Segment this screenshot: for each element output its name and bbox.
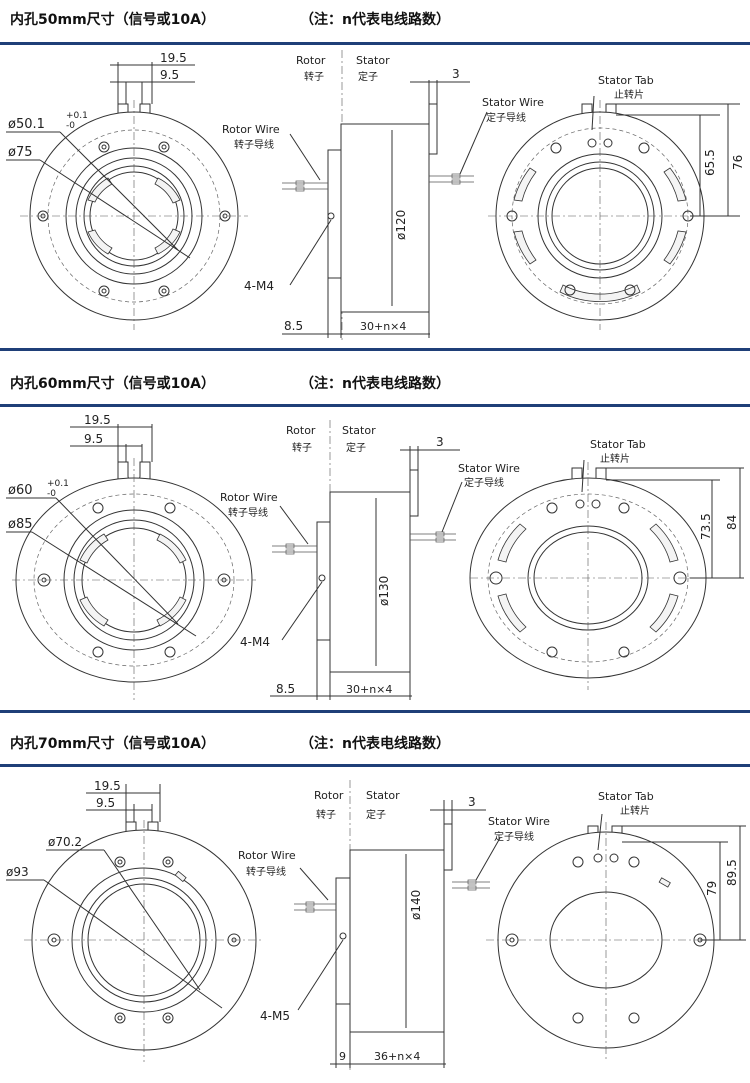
- drawing-70mm: 19.5 9.5 ø70.2 ø93 Rotor 转子 Stator 定子: [6, 779, 746, 1070]
- front-view: 19.5 9.5 ø50.1 +0.1 -0 ø75: [6, 51, 248, 330]
- outer-dia: ø85: [8, 517, 33, 532]
- rotor-cn-label: 转子: [304, 70, 324, 83]
- rotor-cn-label: 转子: [292, 441, 312, 454]
- tol-low: -0: [47, 489, 56, 499]
- tab-thickness: 3: [436, 435, 444, 449]
- height-2: 89.5: [725, 859, 739, 886]
- stator-tab-label: Stator Tab: [598, 790, 654, 803]
- screw-spec: 4-M4: [240, 635, 270, 649]
- body-dia: ø120: [394, 210, 408, 240]
- section-header-70mm: 内孔70mm尺寸（信号或10A） （注：n代表电线路数）: [0, 724, 750, 764]
- dim-19.5: 19.5: [94, 779, 121, 793]
- header-rule: [0, 348, 750, 351]
- stator-wire-label: Stator Wire: [482, 96, 544, 109]
- flange-thk: 8.5: [276, 682, 295, 696]
- stator-label: Stator: [342, 424, 376, 437]
- stator-cn-label: 定子: [346, 441, 366, 454]
- dim-9.5: 9.5: [96, 796, 115, 810]
- flange-thk: 9: [339, 1050, 346, 1063]
- rotor-label: Rotor: [314, 789, 344, 802]
- drawing-50mm: 19.5 9.5 ø50.1 +0.1 -0 ø75: [6, 50, 745, 340]
- wire-count-note: （注：n代表电线路数）: [300, 12, 450, 28]
- dim-19.5: 19.5: [160, 51, 187, 65]
- tol-up: +0.1: [47, 479, 69, 489]
- header-rule: [0, 710, 750, 713]
- front-view: 19.5 9.5 ø70.2 ø93: [6, 779, 264, 1062]
- stator-tab-cn: 止转片: [600, 452, 630, 465]
- outer-dia: ø75: [8, 145, 33, 160]
- dim-9.5: 9.5: [84, 432, 103, 446]
- rotor-wire-cn: 转子导线: [246, 865, 286, 878]
- height-1: 79: [705, 881, 719, 896]
- side-view: Rotor 转子 Stator 定子 3 Rotor Wire 转子导线 Sta…: [220, 420, 520, 700]
- stator-tab-cn: 止转片: [614, 88, 644, 101]
- tol-low: -0: [66, 121, 75, 131]
- stator-wire-label: Stator Wire: [458, 462, 520, 475]
- stator-wire-cn: 定子导线: [494, 830, 534, 843]
- drawing-60mm: 19.5 9.5 ø60 +0.1 -0 ø85 Rotor 转子 Stat: [6, 413, 744, 700]
- height-2: 84: [725, 515, 739, 530]
- body-length: 30+n×4: [346, 683, 392, 696]
- wire-count-note: （注：n代表电线路数）: [300, 376, 450, 392]
- height-1: 73.5: [699, 513, 713, 540]
- tab-thickness: 3: [452, 67, 460, 81]
- bore-dia: ø70.2: [48, 835, 82, 849]
- back-view: 65.5 76 Stator Tab 止转片: [488, 74, 745, 330]
- back-view: 73.5 84 Stator Tab 止转片: [469, 438, 744, 690]
- stator-tab-label: Stator Tab: [590, 438, 646, 451]
- flange-thk: 8.5: [284, 319, 303, 333]
- wire-count-note: （注：n代表电线路数）: [300, 736, 450, 752]
- stator-cn-label: 定子: [366, 808, 386, 821]
- body-length: 36+n×4: [374, 1050, 420, 1063]
- stator-label: Stator: [366, 789, 400, 802]
- stator-label: Stator: [356, 54, 390, 67]
- bore-dia: ø50.1: [8, 117, 45, 132]
- rotor-wire-cn: 转子导线: [234, 138, 274, 151]
- outer-dia: ø93: [6, 865, 29, 879]
- stator-tab-label: Stator Tab: [598, 74, 654, 87]
- tol-up: +0.1: [66, 111, 88, 121]
- rotor-label: Rotor: [286, 424, 316, 437]
- rotor-wire-label: Rotor Wire: [220, 491, 278, 504]
- side-view: Rotor 转子 Stator 定子 3 Rotor Wire 转子导线 Sta…: [222, 50, 544, 340]
- height-2: 76: [731, 155, 745, 170]
- section-title: 内孔70mm尺寸（信号或10A）: [10, 736, 215, 752]
- stator-wire-label: Stator Wire: [488, 815, 550, 828]
- height-1: 65.5: [703, 149, 717, 176]
- stator-wire-cn: 定子导线: [486, 111, 526, 124]
- stator-cn-label: 定子: [358, 70, 378, 83]
- dim-19.5: 19.5: [84, 413, 111, 427]
- stator-wire-cn: 定子导线: [464, 476, 504, 489]
- section-title: 内孔50mm尺寸（信号或10A）: [10, 12, 215, 28]
- screw-spec: 4-M4: [244, 279, 274, 293]
- header-rule: [0, 764, 750, 767]
- bore-dia: ø60: [8, 483, 33, 498]
- dim-9.5: 9.5: [160, 68, 179, 82]
- section-title: 内孔60mm尺寸（信号或10A）: [10, 376, 215, 392]
- rotor-wire-cn: 转子导线: [228, 506, 268, 519]
- header-rule: [0, 42, 750, 45]
- stator-tab-cn: 止转片: [620, 804, 650, 817]
- back-view: 79 89.5 Stator Tab 止转片: [486, 790, 746, 1060]
- body-length: 30+n×4: [360, 320, 406, 333]
- header-rule: [0, 404, 750, 407]
- tab-thickness: 3: [468, 795, 476, 809]
- side-view: Rotor 转子 Stator 定子 3 Rotor Wire 转子导线 Sta…: [238, 780, 550, 1070]
- front-view: 19.5 9.5 ø60 +0.1 -0 ø85: [6, 413, 256, 700]
- section-header-50mm: 内孔50mm尺寸（信号或10A） （注：n代表电线路数）: [0, 0, 750, 40]
- body-dia: ø130: [377, 576, 391, 606]
- rotor-label: Rotor: [296, 54, 326, 67]
- body-dia: ø140: [409, 890, 423, 920]
- screw-spec: 4-M5: [260, 1009, 290, 1023]
- section-header-60mm: 内孔60mm尺寸（信号或10A） （注：n代表电线路数）: [0, 364, 750, 404]
- rotor-wire-label: Rotor Wire: [238, 849, 296, 862]
- rotor-wire-label: Rotor Wire: [222, 123, 280, 136]
- rotor-cn-label: 转子: [316, 808, 336, 821]
